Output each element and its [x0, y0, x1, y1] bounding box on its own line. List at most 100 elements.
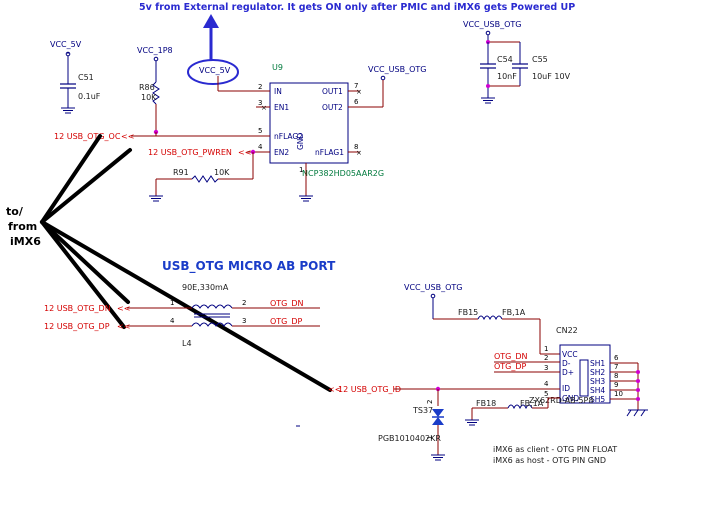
- net-otg-dn-port-label: 12 USB_OTG_DN: [44, 304, 111, 313]
- c54-c55-capacitors: VCC_USB_OTG C54 10nF C55 10uF 10V: [463, 20, 571, 104]
- u9-pin-out2: OUT2: [322, 103, 343, 112]
- l4-pin-2: 2: [242, 299, 246, 307]
- cn22-pin-7: 7: [614, 363, 618, 371]
- ground-icon: [149, 195, 163, 202]
- u9-ic: U9 NCP382HD05AAR2G 2 IN 3 × EN1 5 nFLAG2…: [256, 63, 426, 202]
- cn22-connector-area: VCC_USB_OTG FB15 FB,1A CN22 OTG_DN OTG_D…: [328, 283, 648, 426]
- net-usb-otg-pwren: 12 USB_OTG_PWREN <<: [148, 148, 262, 179]
- cn22-pin-dm: D-: [562, 359, 571, 368]
- fb15-ref: FB15: [458, 308, 478, 317]
- imx6-connection-lines: [40, 134, 332, 392]
- r86-ref: R86: [139, 83, 155, 92]
- l4-pin-4: 4: [170, 317, 175, 325]
- ts37-pin-1: 1: [426, 436, 434, 440]
- ts37-part: PGB1010402KR: [378, 434, 441, 443]
- r91-value: 10K: [214, 168, 230, 177]
- l4-pin-1: 1: [170, 299, 174, 307]
- u9-pin-3: 3: [258, 99, 262, 107]
- c51-ref: C51: [78, 73, 94, 82]
- port-arrow-icon: <<: [238, 148, 251, 157]
- net-otg-dn-conn-label: OTG_DN: [494, 352, 528, 361]
- cn22-pin-gnd: GND: [562, 394, 579, 403]
- port-arrow-icon: <<: [121, 132, 134, 141]
- u9-pin-nflag2: nFLAG2: [274, 132, 303, 141]
- u9-pin-en2: EN2: [274, 148, 289, 157]
- u9-pin-4: 4: [258, 143, 263, 151]
- cn22-pin-8: 8: [614, 372, 618, 380]
- net-otg-oc-label: 12 USB_OTG_OC: [54, 132, 121, 141]
- u9-pin-en1: EN1: [274, 103, 289, 112]
- u9-pin-8: 8: [354, 143, 358, 151]
- cn22-pin-id: ID: [562, 384, 570, 393]
- r86-resistor: VCC_1P8 R86 10K: [137, 46, 173, 132]
- vcc-1p8-label: VCC_1P8: [137, 46, 173, 55]
- u9-pin-1: 1: [299, 166, 303, 174]
- ground-icon: [431, 454, 445, 461]
- port-arrow-icon: <<: [328, 385, 341, 394]
- ground-icon: [61, 107, 75, 114]
- c54-value: 10nF: [497, 72, 517, 81]
- ts37-ref: TS37: [412, 406, 433, 415]
- port-arrow-icon: <<: [117, 322, 130, 331]
- ground-icon: [299, 195, 313, 202]
- l4-pin-3: 3: [242, 317, 246, 325]
- net-otg-id-port-label: 12 USB_OTG_ID: [338, 385, 401, 394]
- chassis-ground-icon: [626, 409, 648, 417]
- net-otg-pwren-label: 12 USB_OTG_PWREN: [148, 148, 232, 157]
- port-arrow-icon: <<: [117, 304, 130, 313]
- net-otg-dp-conn-label: OTG_DP: [494, 362, 527, 371]
- ts37-pin-2: 2: [426, 400, 434, 404]
- cn22-pin-vcc: VCC: [562, 350, 578, 359]
- vcc-usb-otg-u9-label: VCC_USB_OTG: [368, 65, 426, 74]
- net-usb-otg-oc: 12 USB_OTG_OC <<: [54, 129, 262, 141]
- u9-part: NCP382HD05AAR2G: [302, 169, 384, 178]
- imx6-label-line1: to/: [6, 205, 24, 218]
- cn22-pin-sh4: SH4: [590, 386, 605, 395]
- u9-pin-2: 2: [258, 83, 262, 91]
- u9-pin-nflag1: nFLAG1: [315, 148, 344, 157]
- ground-icon: [481, 97, 495, 104]
- imx6-label-line3: iMX6: [10, 235, 41, 248]
- u9-ref: U9: [272, 63, 283, 72]
- net-otg-dp-port-label: 12 USB_OTG_DP: [44, 322, 110, 331]
- no-connect-icon: ×: [356, 149, 362, 157]
- up-arrow-icon: [203, 14, 219, 60]
- r91-ref: R91: [173, 168, 189, 177]
- cn22-pin-10: 10: [614, 390, 623, 398]
- cn22-pin-9: 9: [614, 381, 618, 389]
- vcc-usb-otg-conn-label: VCC_USB_OTG: [404, 283, 462, 292]
- cn22-pin-3: 3: [544, 364, 548, 372]
- ts37-tvs-diode: 2 1 TS37 PGB1010402KR: [378, 400, 445, 461]
- cn22-pin-6: 6: [614, 354, 619, 362]
- cn22-pin-4: 4: [544, 380, 549, 388]
- client-note: iMX6 as client - OTG PIN FLOAT: [493, 445, 617, 454]
- cn22-pin-sh3: SH3: [590, 377, 605, 386]
- u9-pin-in: IN: [274, 87, 282, 96]
- cn22-pin-sh2: SH2: [590, 368, 605, 377]
- no-connect-icon: ×: [356, 88, 362, 96]
- ground-icon: [465, 419, 479, 426]
- vcc-usb-otg-caps-label: VCC_USB_OTG: [463, 20, 521, 29]
- vcc-5v-label: VCC_5V: [50, 40, 82, 49]
- cn22-pin-2: 2: [544, 354, 548, 362]
- r91-resistor: R91 10K: [149, 168, 253, 202]
- u9-pin-7: 7: [354, 82, 358, 90]
- cn22-pin-dp: D+: [562, 368, 574, 377]
- top-note: 5v from External regulator. It gets ON o…: [139, 2, 575, 13]
- c55-value: 10uF 10V: [532, 72, 571, 81]
- cn22-pin-5: 5: [544, 390, 548, 398]
- cn22-pin-sh1: SH1: [590, 359, 605, 368]
- c51-capacitor: VCC_5V C51 0.1uF: [50, 40, 101, 114]
- u9-pin-out1: OUT1: [322, 87, 343, 96]
- fb18-ref: FB18: [476, 399, 496, 408]
- c54-ref: C54: [497, 55, 513, 64]
- l4-value: 90E,330mA: [182, 283, 229, 292]
- imx6-label-line2: from: [8, 220, 37, 233]
- fb18-value: FB,1A: [520, 399, 544, 408]
- c55-ref: C55: [532, 55, 548, 64]
- fb15-value: FB,1A: [502, 308, 526, 317]
- cn22-ref: CN22: [556, 326, 578, 335]
- cn22-part: ZX62RD-AB-5P8: [529, 396, 593, 405]
- l4-choke: 90E,330mA L4 12 USB_OTG_DN << 12 USB_OTG…: [44, 283, 320, 348]
